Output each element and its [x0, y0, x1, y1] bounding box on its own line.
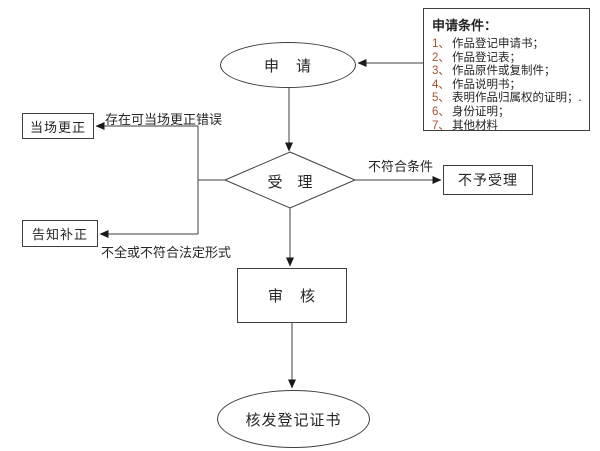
- node-issue-label: 核发登记证书: [245, 411, 342, 429]
- conditions-item-text: 作品登记表；: [452, 51, 521, 64]
- conditions-item: 3、作品原件或复制件；: [432, 65, 583, 79]
- conditions-item-text: 作品说明书；: [452, 78, 521, 91]
- conditions-item: 1、作品登记申请书；: [432, 38, 583, 52]
- conditions-item-number: 7、: [432, 119, 450, 132]
- conditions-item: 4、作品说明书；: [432, 79, 583, 93]
- conditions-item-text: 身份证明；: [452, 105, 510, 118]
- conditions-title: 申请条件：: [432, 18, 498, 33]
- conditions-box: 申请条件： 1、作品登记申请书； 2、作品登记表； 3、作品原件或复制件； 4、…: [423, 8, 590, 133]
- node-notify-supplement: 告知补正: [22, 220, 98, 247]
- conditions-item: 7、其他材料: [432, 120, 583, 134]
- node-review-label: 审 核: [267, 288, 316, 305]
- node-reject: 不予受理: [443, 165, 533, 195]
- accept-diamond-shape: [223, 151, 357, 209]
- conditions-item-text: 表明作品归属权的证明；.: [452, 92, 582, 105]
- conditions-item: 6、身份证明；: [432, 106, 583, 120]
- conditions-list: 1、作品登记申请书； 2、作品登记表； 3、作品原件或复制件； 4、作品说明书；…: [432, 38, 583, 133]
- node-review: 审 核: [237, 268, 347, 323]
- conditions-item: 5、表明作品归属权的证明；.: [432, 92, 583, 106]
- conditions-item-number: 2、: [432, 51, 450, 64]
- conditions-item-text: 其他材料: [452, 119, 498, 132]
- conditions-item-number: 1、: [432, 38, 450, 50]
- node-reject-label: 不予受理: [458, 172, 518, 188]
- node-issue: 核发登记证书: [217, 390, 370, 448]
- edge-label-correctable-error: 存在可当场更正错误: [105, 112, 223, 127]
- conditions-item-number: 3、: [432, 65, 450, 78]
- node-correct-on-spot-label: 当场更正: [29, 119, 86, 135]
- conditions-item-number: 4、: [432, 78, 450, 91]
- node-apply-label: 申 请: [263, 57, 312, 75]
- node-accept: 受 理: [225, 171, 355, 192]
- node-correct-on-spot: 当场更正: [22, 113, 94, 139]
- conditions-item-text: 作品登记申请书；: [452, 38, 544, 50]
- edge-label-not-meet-conditions: 不符合条件: [368, 159, 434, 174]
- conditions-item-number: 6、: [432, 105, 450, 118]
- conditions-item: 2、作品登记表；: [432, 52, 583, 66]
- node-apply: 申 请: [220, 42, 356, 88]
- node-notify-supplement-label: 告知补正: [31, 227, 88, 242]
- conditions-item-number: 5、: [432, 92, 450, 105]
- edge-label-incomplete-form: 不全或不符合法定形式: [101, 245, 232, 260]
- conditions-item-text: 作品原件或复制件；: [452, 65, 556, 78]
- node-accept-label: 受 理: [267, 174, 313, 191]
